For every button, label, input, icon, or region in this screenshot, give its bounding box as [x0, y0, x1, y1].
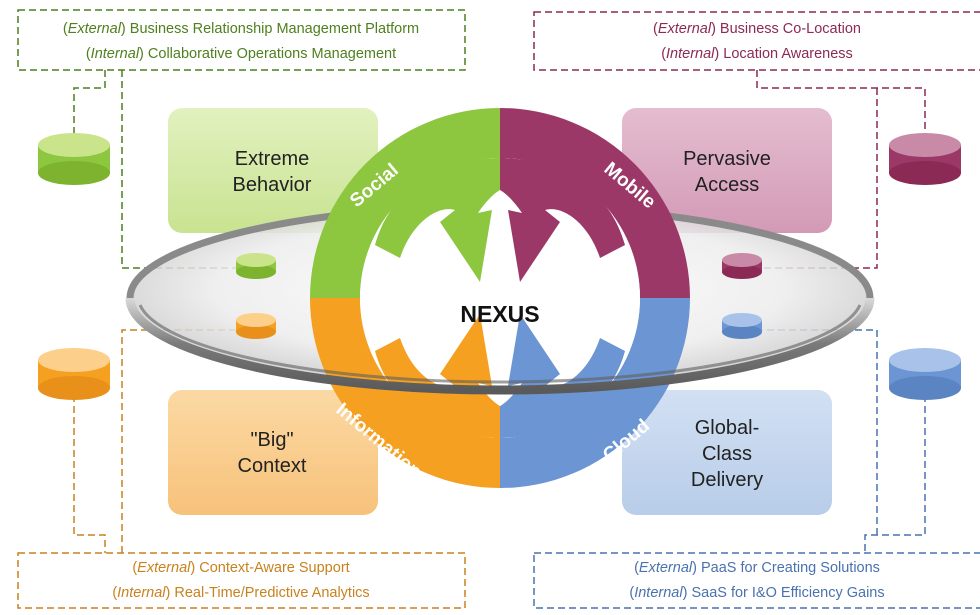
orbit-ring-front [125, 297, 875, 395]
force-arc-information [310, 298, 500, 488]
force-arc-mobile [500, 108, 690, 298]
force-arc-social [310, 108, 500, 298]
svg-text:(Internal) Real-Time/Predict: (Internal) Real-Time/Predictive Analytic… [112, 585, 369, 601]
center-label-nexus: NEXUS [460, 301, 539, 327]
connector-bottom-right-inner [742, 329, 878, 535]
internal-text: Real-Time/Predictive Analytics [174, 585, 369, 601]
annotation-box-bottom-right: (External) PaaS for Creating Solutions (… [533, 552, 980, 609]
box-label-line: Class [702, 443, 752, 465]
inner-disc [360, 158, 640, 438]
svg-text:(Internal) SaaS for I&O Effi: (Internal) SaaS for I&O Efficiency Gains [629, 585, 884, 601]
box-label-line: Context [238, 455, 307, 477]
arrow-icon-cloud [500, 314, 625, 438]
annotation-box-bottom-left: (External) Context-Aware Support (Intern… [17, 552, 466, 609]
svg-text:(External) Business Relations: (External) Business Relationship Managem… [63, 21, 419, 37]
box-label-line: Behavior [233, 174, 312, 196]
quadrant-box-big-context: "Big" Context [168, 390, 378, 515]
database-icon-top-left [38, 133, 110, 185]
internal-tag: Internal [117, 585, 166, 601]
connector-bottom-right-outer [864, 395, 926, 553]
external-tag: External [639, 560, 693, 576]
internal-tag: Internal [634, 585, 683, 601]
database-icon-top-right [889, 133, 961, 185]
internal-tag: Internal [666, 46, 715, 62]
quadrant-box-extreme-behavior: Extreme Behavior [168, 108, 378, 233]
connector-top-right-outer [756, 70, 926, 135]
internal-tag: Internal [91, 46, 140, 62]
external-text: PaaS for Creating Solutions [701, 560, 880, 576]
external-text: Business Relationship Management Platfor… [130, 21, 419, 37]
connector-top-left-outer [73, 70, 106, 135]
svg-text:(Internal) Location Awarenes: (Internal) Location Awareness [661, 46, 853, 62]
connector-bottom-left-outer [73, 395, 106, 553]
quadrant-box-global-class-delivery: Global- Class Delivery [622, 390, 832, 515]
arrow-icon-social [375, 158, 500, 282]
svg-text:(External) PaaS for Creating: (External) PaaS for Creating Solutions [634, 560, 880, 576]
external-text: Business Co-Location [720, 21, 861, 37]
quadrant-box-pervasive-access: Pervasive Access [622, 108, 832, 233]
box-label-line: Global- [695, 417, 759, 439]
arrow-icon-information [375, 314, 500, 438]
database-icon-ring-bottom-right [722, 313, 762, 339]
database-icon-ring-top-right [722, 253, 762, 279]
svg-text:(External) Context-Aware Supp: (External) Context-Aware Support [132, 560, 349, 576]
box-label-line: "Big" [250, 429, 293, 451]
annotation-box-top-left: (External) Business Relationship Managem… [17, 9, 466, 71]
box-label-line: Access [695, 174, 759, 196]
svg-text:(Internal) Collaborative Ope: (Internal) Collaborative Operations Mana… [86, 46, 396, 62]
box-label-line: Pervasive [683, 148, 771, 170]
database-icon-bottom-left [38, 348, 110, 400]
annotation-box-top-right: (External) Business Co-Location (Interna… [533, 11, 980, 71]
database-icon-ring-bottom-left [236, 313, 276, 339]
internal-text: Collaborative Operations Management [148, 46, 396, 62]
external-tag: External [658, 21, 712, 37]
database-icon-bottom-right [889, 348, 961, 400]
box-label-line: Extreme [235, 148, 309, 170]
force-arc-cloud [500, 298, 690, 488]
external-text: Context-Aware Support [199, 560, 349, 576]
external-tag: External [68, 21, 122, 37]
svg-text:(External) Business Co-Locati: (External) Business Co-Location [653, 21, 861, 37]
internal-text: Location Awareness [723, 46, 853, 62]
box-label-line: Delivery [691, 469, 763, 491]
internal-text: SaaS for I&O Efficiency Gains [691, 585, 884, 601]
arrow-icon-mobile [500, 158, 625, 282]
external-tag: External [137, 560, 191, 576]
database-icon-ring-top-left [236, 253, 276, 279]
